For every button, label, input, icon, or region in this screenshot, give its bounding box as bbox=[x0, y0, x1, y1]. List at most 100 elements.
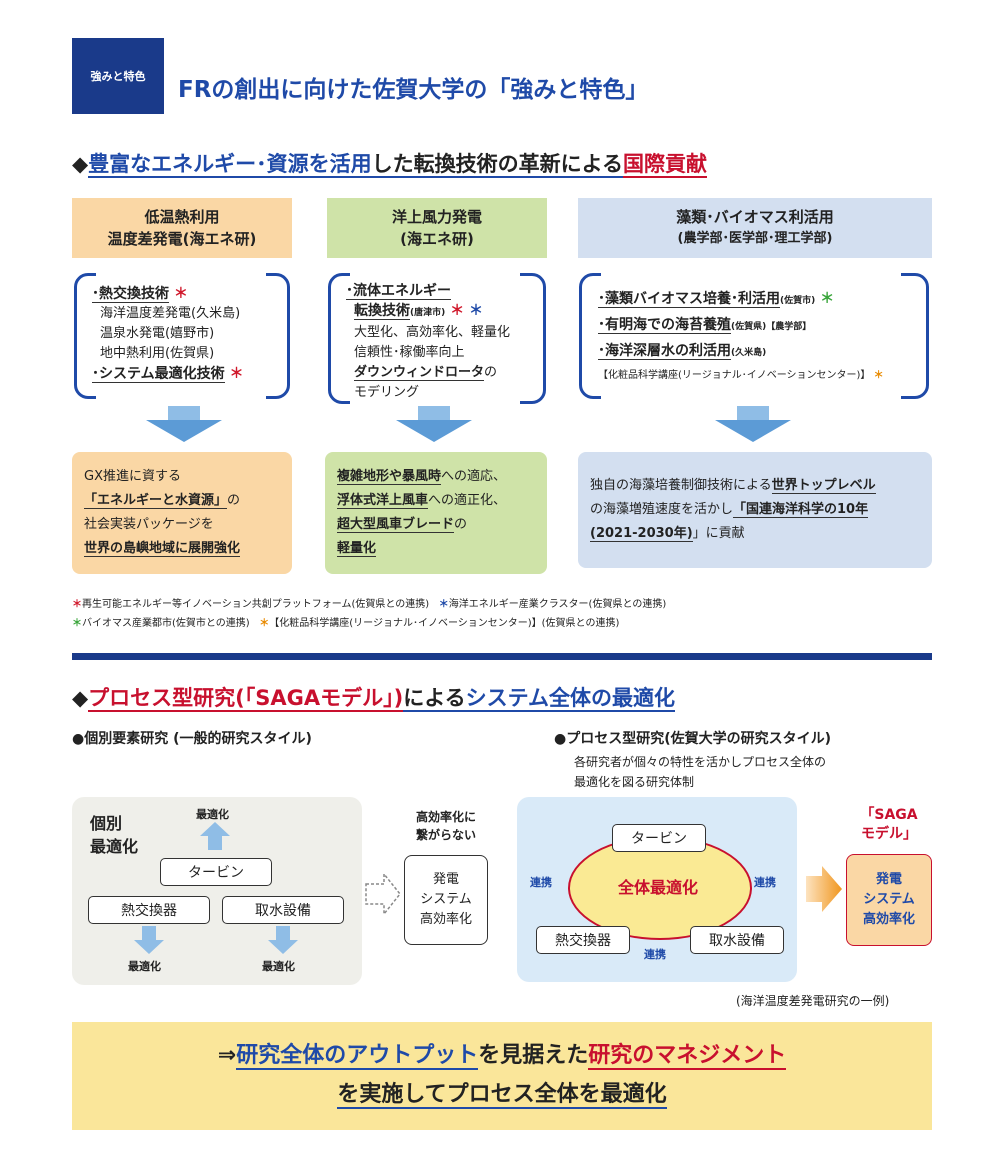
list-item: ダウンウィンドロータの bbox=[354, 365, 498, 381]
result-box-col1: GX推進に資する 「エネルギーと水資源」の 社会実装パッケージを 世界の島嶼地域… bbox=[72, 452, 292, 574]
down-arrow-icon bbox=[396, 420, 472, 442]
footnote-row-2: ＊バイオマス産業都市(佐賀市との連携) ＊【化粧品科学講座(リージョナル･イノベ… bbox=[72, 614, 619, 629]
list-item: 信頼性･稼働率向上 bbox=[354, 345, 465, 360]
column-header-subtitle: (海エネ研) bbox=[400, 230, 474, 248]
column-header-title: 低温熱利用 bbox=[144, 208, 220, 226]
bracket-mask bbox=[601, 390, 901, 400]
down-arrow-icon bbox=[268, 926, 298, 954]
result-line: 社会実装パッケージを bbox=[84, 517, 214, 532]
blue-asterisk-icon: ＊ bbox=[438, 599, 449, 610]
result-box-col2: 複雑地形や暴風時への適応、 浮体式洋上風車への適正化、 超大型風車ブレードの 軽… bbox=[325, 452, 547, 574]
column-header-algae-biomass: 藻類･バイオマス利活用 (農学部･医学部･理工学部) bbox=[578, 198, 932, 258]
right-diagram-heading: ●プロセス型研究(佐賀大学の研究スタイル) bbox=[554, 731, 832, 747]
down-arrow-icon bbox=[715, 420, 791, 442]
optimization-label-top: 最適化 bbox=[196, 808, 229, 821]
red-asterisk-icon: ＊ bbox=[450, 303, 465, 319]
conclusion-line-1: ⇒研究全体のアウトプットを見据えた研究のマネジメント bbox=[217, 1043, 787, 1070]
up-arrow-icon bbox=[200, 822, 230, 850]
red-asterisk-icon: ＊ bbox=[72, 599, 82, 610]
result-line: 世界の島嶼地域に展開強化 bbox=[84, 541, 241, 557]
list-item: ･流体エネルギー bbox=[346, 283, 451, 300]
list-item: モデリング bbox=[354, 385, 420, 400]
result-box-col3: 独自の海藻培養制御技術による世界トップレベル の海藻増殖速度を活かし「国連海洋科… bbox=[578, 452, 932, 568]
bracket-mask bbox=[96, 270, 266, 280]
column3-items: ･藻類バイオマス培養･利活用(佐賀市) ＊ ･有明海での海苔養殖(佐賀県)【農学… bbox=[598, 287, 884, 387]
heading-highlight-blue: システム全体の最適化 bbox=[465, 686, 675, 712]
column-header-low-temp-heat: 低温熱利用 温度差発電(海エネ研) bbox=[72, 198, 292, 258]
result-line: 複雑地形や暴風時への適応、 bbox=[337, 469, 507, 485]
blue-asterisk-icon: ＊ bbox=[468, 303, 483, 319]
link-label-bottom: 連携 bbox=[644, 948, 666, 961]
result-line: 浮体式洋上風車への適正化、 bbox=[337, 493, 507, 509]
bracket-mask bbox=[601, 270, 901, 280]
down-arrow-stem bbox=[737, 406, 769, 420]
list-item: 【化粧品科学講座(リージョナル･イノベーションセンター)】 ＊ bbox=[598, 370, 884, 381]
column-header-offshore-wind: 洋上風力発電 (海エネ研) bbox=[327, 198, 547, 258]
heading-highlight-red: プロセス型研究(「SAGAモデル」) bbox=[88, 686, 404, 712]
heat-exchanger-node-right: 熱交換器 bbox=[536, 926, 630, 954]
red-asterisk-icon: ＊ bbox=[173, 286, 188, 302]
column2-items: ･流体エネルギー 転換技術(唐津市) ＊ ＊ 大型化、高効率化、軽量化 信頼性･… bbox=[346, 281, 510, 403]
section-badge: 強みと特色 bbox=[72, 38, 164, 114]
list-item: ･海洋深層水の利活用(久米島) bbox=[598, 343, 767, 360]
result-line: 軽量化 bbox=[337, 541, 377, 557]
individual-optimization-label: 個別 最適化 bbox=[90, 814, 139, 856]
footnote: 【化粧品科学講座(リージョナル･イノベーションセンター)】(佐賀県との連携) bbox=[269, 618, 620, 629]
result-line: の海藻増殖速度を活かし「国連海洋科学の10年 bbox=[590, 502, 869, 518]
bracket-mask bbox=[96, 390, 266, 400]
section2-heading: ◆プロセス型研究(「SAGAモデル」)によるシステム全体の最適化 bbox=[72, 682, 675, 712]
result-line: 超大型風車ブレードの bbox=[337, 517, 468, 533]
section1-heading: ◆豊富なエネルギー･資源を活用した転換技術の革新による国際貢献 bbox=[72, 148, 708, 178]
list-item: 地中熱利用(佐賀県) bbox=[100, 346, 215, 361]
footnote: 再生可能エネルギー等イノベーション共創プラットフォーム(佐賀県との連携) bbox=[82, 599, 430, 610]
saga-model-label: 「SAGA モデル」 bbox=[860, 807, 918, 842]
orange-right-arrow-icon bbox=[806, 866, 842, 912]
intake-node-left: 取水設備 bbox=[222, 896, 344, 924]
red-asterisk-icon: ＊ bbox=[229, 366, 244, 382]
heat-exchanger-node-left: 熱交換器 bbox=[88, 896, 210, 924]
heading-middle: した転換技術の革新による bbox=[371, 152, 624, 178]
column-header-title: 洋上風力発電 bbox=[391, 208, 482, 226]
link-label-right: 連携 bbox=[754, 876, 776, 889]
optimization-label-bottom-left: 最適化 bbox=[128, 960, 161, 973]
green-asterisk-icon: ＊ bbox=[820, 291, 835, 307]
list-item: ･システム最適化技術 ＊ bbox=[92, 366, 244, 383]
result-line: (2021-2030年)」に貢献 bbox=[590, 526, 745, 542]
diamond-icon: ◆ bbox=[72, 686, 89, 710]
list-item: ･藻類バイオマス培養･利活用(佐賀市) ＊ bbox=[598, 291, 835, 308]
hollow-right-arrow-icon bbox=[365, 872, 401, 916]
footnote: 海洋エネルギー産業クラスター(佐賀県との連携) bbox=[448, 599, 667, 610]
list-item: 大型化、高効率化、軽量化 bbox=[354, 325, 511, 340]
link-label-left: 連携 bbox=[530, 876, 552, 889]
conclusion-line-2: を実施してプロセス全体を最適化 bbox=[337, 1082, 667, 1109]
bracket-mask bbox=[350, 270, 520, 280]
left-diagram-heading: ●個別要素研究 (一般的研究スタイル) bbox=[72, 731, 312, 747]
page-title: FRの創出に向けた佐賀大学の「強みと特色」 bbox=[178, 77, 649, 103]
down-arrow-stem bbox=[418, 406, 450, 420]
footnote: バイオマス産業都市(佐賀市との連携) bbox=[82, 618, 250, 629]
result-line: 独自の海藻培養制御技術による世界トップレベル bbox=[590, 478, 876, 494]
list-item: ･有明海での海苔養殖(佐賀県)【農学部】 bbox=[598, 317, 812, 334]
heading-highlight-red: 国際貢献 bbox=[623, 152, 708, 178]
heading-highlight-blue: 豊富なエネルギー･資源を活用 bbox=[88, 152, 372, 178]
no-efficiency-warning: 高効率化に 繋がらない bbox=[415, 810, 476, 842]
down-arrow-icon bbox=[134, 926, 164, 954]
footnote-row-1: ＊再生可能エネルギー等イノベーション共創プラットフォーム(佐賀県との連携) ＊海… bbox=[72, 595, 666, 610]
column-header-subtitle: 温度差発電(海エネ研) bbox=[107, 230, 257, 248]
column-header-title: 藻類･バイオマス利活用 bbox=[676, 208, 834, 226]
list-item: 転換技術(唐津市) ＊ ＊ bbox=[354, 303, 483, 320]
result-line: 「エネルギーと水資源」の bbox=[84, 493, 241, 509]
example-caption: (海洋温度差発電研究の一例) bbox=[736, 994, 890, 1008]
bracket-mask bbox=[350, 395, 520, 405]
column1-items: ･熱交換技術 ＊ 海洋温度差発電(久米島) 温泉水発電(嬉野市) 地中熱利用(佐… bbox=[92, 284, 243, 384]
list-item: 海洋温度差発電(久米島) bbox=[100, 306, 241, 321]
turbine-node-right: タービン bbox=[612, 824, 706, 852]
diamond-icon: ◆ bbox=[72, 152, 89, 176]
list-item: ･熱交換技術 ＊ bbox=[92, 286, 188, 303]
orange-asterisk-icon: ＊ bbox=[259, 618, 270, 629]
intake-node-right: 取水設備 bbox=[690, 926, 784, 954]
down-arrow-icon bbox=[146, 420, 222, 442]
overall-optimization-label: 全体最適化 bbox=[617, 878, 698, 897]
green-asterisk-icon: ＊ bbox=[72, 618, 82, 629]
result-line: GX推進に資する bbox=[84, 469, 181, 484]
